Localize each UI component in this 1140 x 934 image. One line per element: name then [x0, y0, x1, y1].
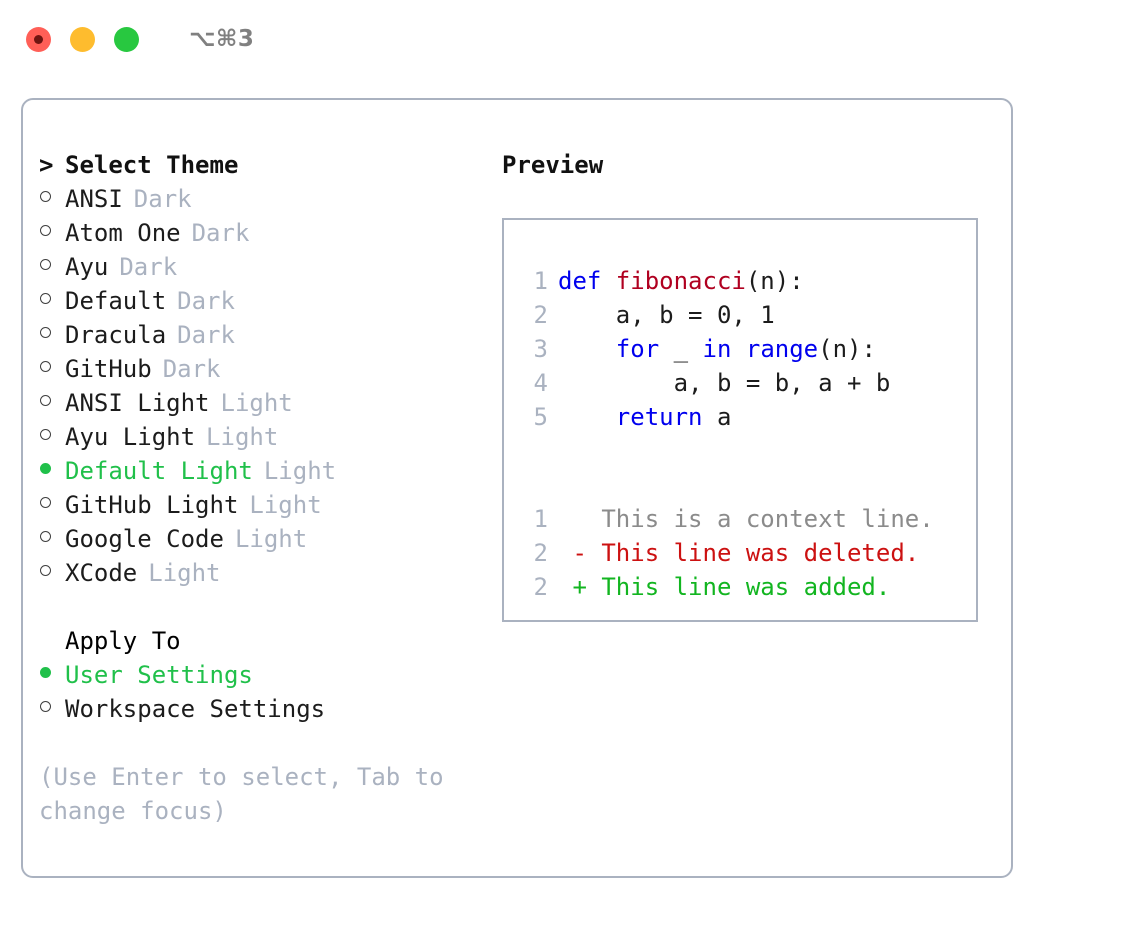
select-theme-label: Select Theme	[65, 151, 239, 179]
theme-name: XCode	[65, 559, 138, 587]
theme-kind: Dark	[191, 219, 250, 247]
theme-option-default-dark[interactable]: Default Dark	[39, 284, 489, 318]
zoom-window-button[interactable]	[114, 26, 139, 52]
code-blank-line	[516, 468, 976, 502]
code-token-text: (n):	[818, 335, 876, 363]
code-token-keyword: for	[615, 335, 660, 363]
theme-option-github-dark[interactable]: GitHub Dark	[39, 352, 489, 386]
code-token-text	[558, 400, 616, 434]
close-window-button[interactable]	[26, 26, 51, 52]
header-indent	[39, 624, 65, 658]
code-line: 2 a, b = 0, 1	[516, 298, 976, 332]
code-line: 1 def fibonacci(n):	[516, 264, 976, 298]
theme-kind: Light	[234, 525, 308, 553]
theme-kind: Light	[206, 423, 279, 451]
theme-option-default-light[interactable]: Default Light Light	[39, 454, 489, 488]
theme-kind: Dark	[119, 253, 178, 281]
apply-to-name: Workspace Settings	[65, 695, 326, 723]
diff-text: - This line was deleted.	[558, 539, 920, 567]
theme-option-dracula-dark[interactable]: Dracula Dark	[39, 318, 489, 352]
diff-text: This is a context line.	[558, 505, 934, 533]
header-caret: >	[39, 151, 54, 179]
code-line: 3 for _ in range(n):	[516, 332, 976, 366]
main-panel: > Select Theme ANSI Dark Atom One Dark A…	[21, 98, 1013, 878]
code-token-text	[558, 332, 616, 366]
theme-name: Default Light	[65, 457, 253, 485]
theme-name: Atom One	[65, 219, 181, 247]
select-theme-header: > Select Theme	[39, 148, 489, 182]
theme-option-github-light[interactable]: GitHub Light Light	[39, 488, 489, 522]
code-token-keyword: in	[702, 335, 732, 363]
theme-picker-column: > Select Theme ANSI Dark Atom One Dark A…	[39, 148, 489, 726]
theme-name: ANSI	[65, 185, 123, 213]
code-token-keyword: return	[615, 403, 703, 431]
line-number: 3	[533, 335, 548, 363]
diff-line-deleted: 2 - This line was deleted.	[516, 536, 976, 570]
code-line: 4 a, b = b, a + b	[516, 366, 976, 400]
theme-kind: Dark	[133, 185, 192, 213]
theme-option-ansi-dark[interactable]: ANSI Dark	[39, 182, 489, 216]
preview-title: Preview	[502, 151, 604, 179]
code-token-text	[731, 332, 745, 366]
code-token-text: a, b = b, a + b	[558, 369, 891, 397]
theme-name: Ayu Light	[65, 423, 196, 451]
theme-option-google-code[interactable]: Google Code Light	[39, 522, 489, 556]
code-token-keyword: def	[558, 267, 616, 295]
line-number: 1	[533, 267, 548, 295]
minimize-window-button[interactable]	[70, 26, 95, 52]
theme-name: Ayu	[65, 253, 109, 281]
theme-kind: Light	[148, 559, 221, 587]
traffic-light-group	[26, 26, 139, 52]
keyboard-hint-text: (Use Enter to select, Tab to change focu…	[39, 763, 459, 825]
code-token-text: _	[659, 335, 703, 363]
keyboard-shortcut-label: ⌥⌘3	[189, 26, 255, 52]
diff-text: + This line was added.	[558, 573, 891, 601]
apply-to-header: Apply To	[39, 624, 489, 658]
theme-name: Default	[65, 287, 167, 315]
line-number: 4	[533, 369, 548, 397]
code-token-text: a, b = 0, 1	[558, 301, 775, 329]
code-token-text: a	[702, 403, 732, 431]
theme-name: Google Code	[65, 525, 224, 553]
apply-to-option-user-settings[interactable]: User Settings	[39, 658, 489, 692]
theme-name: GitHub	[65, 355, 152, 383]
apply-to-label: Apply To	[65, 627, 181, 655]
line-number: 5	[533, 403, 548, 431]
code-token-builtin: range	[745, 335, 819, 363]
code-blank-line	[516, 434, 976, 468]
theme-kind: Light	[263, 457, 337, 485]
theme-kind: Light	[249, 491, 322, 519]
theme-kind: Light	[220, 389, 293, 417]
title-bar: ⌥⌘3	[0, 0, 1140, 78]
diff-line-added: 2 + This line was added.	[516, 570, 976, 604]
list-spacer	[39, 590, 489, 624]
theme-name: GitHub Light	[65, 491, 239, 519]
theme-option-ansi-light[interactable]: ANSI Light Light	[39, 386, 489, 420]
apply-to-option-workspace-settings[interactable]: Workspace Settings	[39, 692, 489, 726]
theme-option-xcode[interactable]: XCode Light	[39, 556, 489, 590]
code-line: 5 return a	[516, 400, 976, 434]
line-number: 2	[533, 539, 548, 567]
theme-name: Dracula	[65, 321, 167, 349]
theme-option-ayu-dark[interactable]: Ayu Dark	[39, 250, 489, 284]
line-number: 1	[533, 505, 548, 533]
code-token-text: (n):	[745, 267, 804, 295]
diff-line-context: 1 This is a context line.	[516, 502, 976, 536]
theme-name: ANSI Light	[65, 389, 210, 417]
line-number: 2	[533, 301, 548, 329]
theme-kind: Dark	[162, 355, 221, 383]
theme-option-atom-one-dark[interactable]: Atom One Dark	[39, 216, 489, 250]
apply-to-name: User Settings	[65, 661, 253, 689]
theme-kind: Dark	[177, 287, 235, 315]
code-token-function: fibonacci	[615, 267, 746, 295]
line-number: 2	[533, 573, 548, 601]
theme-kind: Dark	[177, 321, 235, 349]
theme-option-ayu-light[interactable]: Ayu Light Light	[39, 420, 489, 454]
